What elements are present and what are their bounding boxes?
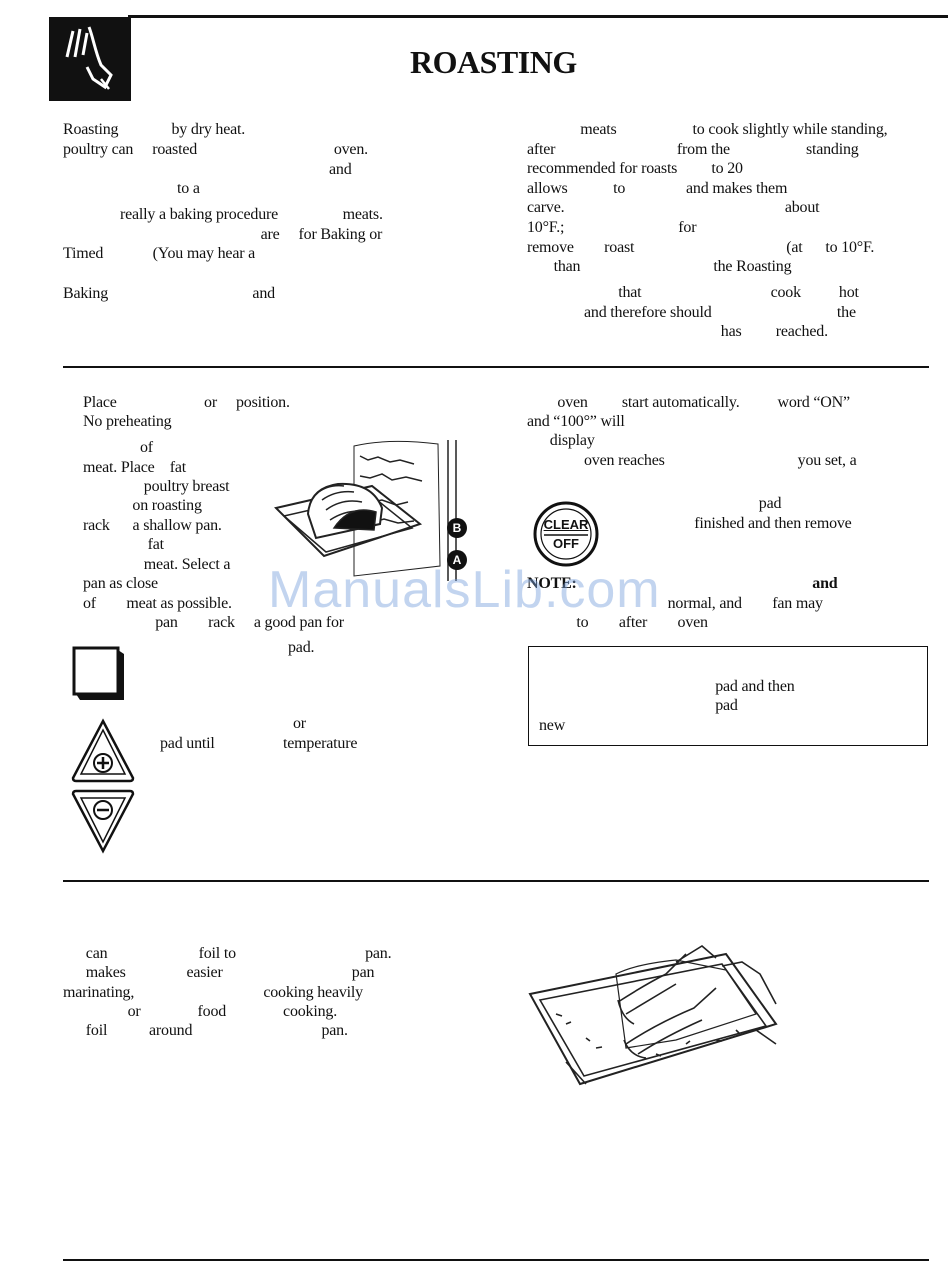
foil-line: marinating, cooking heavily (63, 984, 363, 1001)
intro-right-line: carve. about (527, 199, 820, 216)
box-line: pad (529, 697, 738, 714)
intro-right-line: meats to cook slightly while standing, (527, 121, 888, 138)
step-line: pan rack a good pan for (83, 614, 344, 631)
intro-right-line: that cook hot (527, 284, 859, 301)
step-right-line: oven reaches you set, a (527, 452, 857, 469)
pad-text: pad. (288, 639, 315, 656)
foil-line: foil around pan. (63, 1022, 348, 1039)
intro-right-line: allows to and makes them (527, 180, 788, 197)
step-line: rack a shallow pan. (83, 517, 222, 534)
box-line: new (539, 717, 566, 734)
clear-label: CLEAR (543, 517, 589, 532)
step-line: of (83, 439, 153, 456)
boxed-note: pad and then pad new (528, 646, 928, 746)
arrow-pad-line: or (160, 715, 306, 732)
watermark: ManualsLib.com (268, 561, 661, 619)
step-line: pan as close (83, 575, 158, 592)
intro-left-line: and (63, 161, 352, 178)
note-line: NOTE: and (527, 575, 838, 592)
page-title: ROASTING (410, 44, 577, 80)
step-line: of meat as possible. (83, 595, 232, 612)
step-right-line: and “100°” will (527, 413, 625, 430)
step-right-line: display (527, 432, 595, 449)
intro-right-line: recommended for roasts to 20 (527, 160, 743, 177)
intro-left-line: poultry can roasted oven. (63, 141, 368, 158)
step-right-line: oven start automatically. word “ON” (527, 394, 850, 411)
intro-right-line: after from the standing (527, 141, 859, 158)
step-line: fat (83, 536, 164, 553)
intro-left-line: Roasting by dry heat. (63, 121, 246, 138)
top-rule (128, 15, 948, 18)
intro-left-line: Timed (You may hear a (63, 245, 256, 262)
section-divider-1 (63, 366, 929, 368)
step-line: meat. Place fat (83, 459, 187, 476)
arrow-pad-line: pad until temperature (160, 735, 358, 752)
clear-off-pad[interactable]: CLEAR OFF (532, 500, 600, 568)
intro-right-line: 10°F.; for (527, 219, 697, 236)
step-line: meat. Select a (83, 556, 231, 573)
box-line: pad and then (529, 678, 795, 695)
step-right-line: pad (527, 495, 782, 512)
rack-position-a-marker: A (447, 550, 467, 570)
roasting-pan-illustration (268, 436, 468, 586)
step-right-line: finished and then remove (527, 515, 852, 532)
step-line: on roasting (83, 497, 202, 514)
foil-lining-pan-illustration (526, 944, 786, 1094)
step-line: No preheating (83, 413, 172, 430)
step-line: poultry breast (83, 478, 230, 495)
decrease-pad-icon[interactable] (70, 788, 136, 854)
note-line: to after oven (527, 614, 708, 631)
intro-left-line: are for Baking or (63, 226, 383, 243)
intro-left-line: to a (63, 180, 200, 197)
intro-right-line: has reached. (527, 323, 828, 340)
foil-line: can foil to pan. (63, 945, 392, 962)
foil-line: makes easier pan (63, 964, 375, 981)
increase-pad-icon[interactable] (70, 718, 136, 784)
note-line: normal, and fan may (527, 595, 823, 612)
rack-position-b-marker: B (447, 518, 467, 538)
bake-pad-icon[interactable] (72, 646, 126, 702)
intro-right-line: remove roast (at to 10°F. (527, 239, 875, 256)
foil-line: or food cooking. (63, 1003, 338, 1020)
intro-right-line: than the Roasting (527, 258, 792, 275)
intro-right-line: and therefore should the (527, 304, 856, 321)
step-line: Place or position. (83, 394, 290, 411)
intro-left-line: really a baking procedure meats. (63, 206, 383, 223)
section-divider-2 (63, 880, 929, 882)
bottom-rule (63, 1259, 929, 1261)
intro-left-line: Baking and (63, 285, 275, 302)
hand-icon (49, 17, 131, 101)
off-label: OFF (553, 536, 579, 551)
